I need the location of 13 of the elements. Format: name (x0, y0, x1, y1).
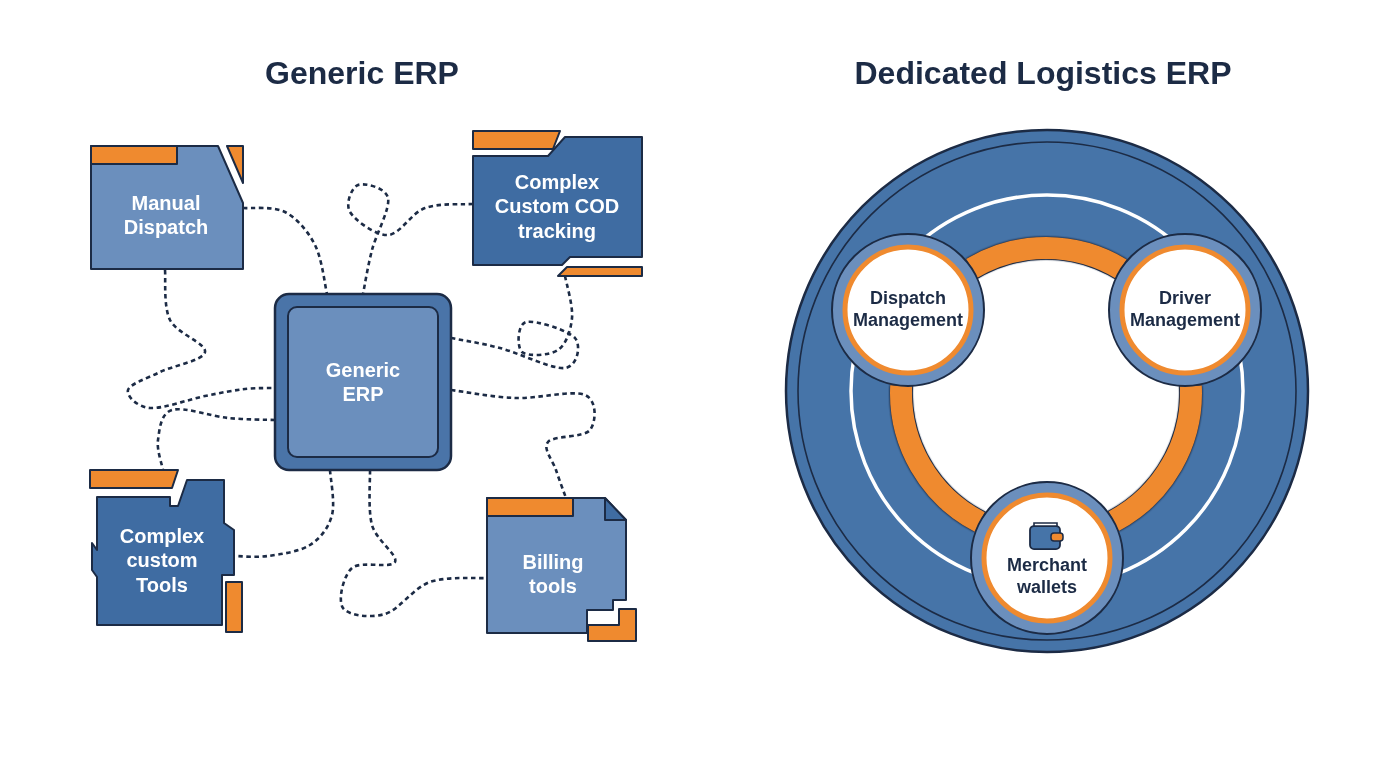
dotted-line (450, 388, 596, 499)
panel-heading: Dedicated Logistics ERP (854, 54, 1232, 92)
module-label: Driver Management (1129, 288, 1241, 332)
module-label: Generic ERP (324, 357, 402, 407)
module-label: Manual Dispatch (122, 190, 210, 240)
module-label: Complex Custom COD tracking (493, 170, 621, 244)
module-label: Merchant wallets (1006, 555, 1088, 599)
dotted-line (242, 206, 329, 295)
dotted-line (346, 183, 474, 295)
module-label: Complex custom Tools (118, 524, 206, 598)
module-label: Dispatch Management (852, 288, 964, 332)
panel-heading: Generic ERP (265, 54, 459, 92)
module-label: Billing tools (521, 549, 585, 599)
